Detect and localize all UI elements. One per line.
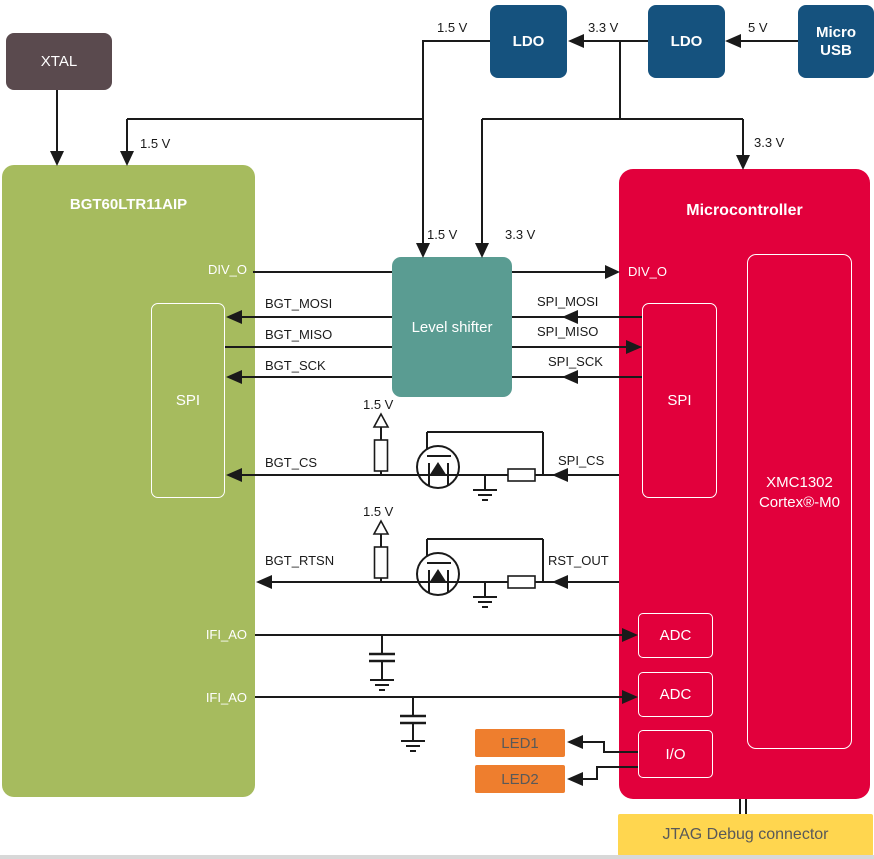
resistor-icon xyxy=(373,439,389,472)
voltage-label-1v5-levelshifter: 1.5 V xyxy=(427,227,458,242)
arrowhead-spi-cs xyxy=(552,468,568,482)
signal-label-bgt-rtsn: BGT_RTSN xyxy=(265,553,335,568)
ifi-wire-2 xyxy=(255,690,638,752)
ground-icon xyxy=(473,475,497,501)
xmc1302-label-line2: Cortex®-M0 xyxy=(758,494,841,511)
voltage-label-5v: 5 V xyxy=(748,20,768,35)
ifi-wire-1 xyxy=(255,628,638,691)
voltage-label-1v5-cs: 1.5 V xyxy=(363,397,394,412)
ldo1-block: LDO xyxy=(490,5,567,78)
capacitor-icon xyxy=(400,697,426,740)
voltage-label-1v5-bgt: 1.5 V xyxy=(140,136,171,151)
arrowhead-led2 xyxy=(567,772,583,786)
micro-usb-block: Micro USB xyxy=(798,5,874,78)
bgt60ltr11aip-block xyxy=(2,165,255,797)
resistor-icon xyxy=(507,468,536,482)
arrowhead-led1 xyxy=(567,735,583,749)
signal-label-div-o-bgt: DIV_O xyxy=(207,262,247,277)
microcontroller-block xyxy=(619,169,870,799)
resistor-icon xyxy=(373,546,389,579)
micro-usb-label-line1: Micro xyxy=(815,23,856,41)
xmc1302-subblock: XMC1302 Cortex®-M0 xyxy=(747,254,852,749)
microcontroller-title: Microcontroller xyxy=(686,202,803,219)
supply-arrow-icon xyxy=(372,519,390,535)
io-subblock: I/O xyxy=(638,730,713,778)
arrowhead-bgt-rtsn xyxy=(256,575,272,589)
xmc1302-label-line1: XMC1302 xyxy=(766,474,833,491)
signal-label-bgt-sck: BGT_SCK xyxy=(265,358,326,373)
xtal-block: XTAL xyxy=(6,33,112,90)
bgt-spi-subblock: SPI xyxy=(151,303,225,498)
mcu-spi-label: SPI xyxy=(667,392,692,409)
voltage-label-1v5-top: 1.5 V xyxy=(437,20,468,35)
signal-label-spi-mosi: SPI_MOSI xyxy=(537,294,599,309)
led1-label: LED1 xyxy=(501,734,539,752)
signal-label-bgt-cs: BGT_CS xyxy=(265,455,318,470)
adc1-subblock: ADC xyxy=(638,613,713,658)
signal-label-div-o-mcu: DIV_O xyxy=(628,264,668,279)
arrowhead-spi-sck xyxy=(562,370,578,384)
arrowhead-1v5-levelshifter xyxy=(416,243,430,258)
arrowhead-div-o xyxy=(605,265,620,279)
ldo2-block: LDO xyxy=(648,5,725,78)
ldo2-label: LDO xyxy=(670,33,703,50)
voltage-label-3v3-mcu: 3.3 V xyxy=(754,135,785,150)
voltage-label-3v3-top: 3.3 V xyxy=(588,20,619,35)
micro-usb-label-line2: USB xyxy=(820,41,852,59)
arrowhead-3v3-ldo1 xyxy=(568,34,584,48)
arrowhead-3v3-mcu xyxy=(736,155,750,170)
led2-block: LED2 xyxy=(475,765,565,793)
signal-label-ifi-ao-2: IFI_AO xyxy=(205,690,247,705)
arrowhead-5v xyxy=(725,34,741,48)
signal-label-bgt-mosi: BGT_MOSI xyxy=(265,296,333,311)
signal-label-bgt-miso: BGT_MISO xyxy=(265,327,333,342)
signal-label-spi-sck: SPI_SCK xyxy=(548,354,603,369)
voltage-label-3v3-levelshifter: 3.3 V xyxy=(505,227,536,242)
adc1-label: ADC xyxy=(659,627,692,644)
ground-icon xyxy=(370,679,394,691)
jtag-connector-pins xyxy=(739,799,747,814)
ground-icon xyxy=(401,740,425,752)
ldo1-label: LDO xyxy=(512,33,545,50)
bgt60ltr11aip-title: BGT60LTR11AIP xyxy=(69,196,188,213)
io-label: I/O xyxy=(665,745,686,763)
signal-label-spi-miso: SPI_MISO xyxy=(537,324,599,339)
supply-arrow-icon xyxy=(372,412,390,428)
mosfet-icon xyxy=(416,552,460,596)
signal-label-spi-cs: SPI_CS xyxy=(558,453,605,468)
arrowhead-spi-mosi xyxy=(562,310,578,324)
xtal-wire xyxy=(50,90,64,166)
jtag-label: JTAG Debug connector xyxy=(662,826,829,843)
level-shifter-block: Level shifter xyxy=(392,257,512,397)
led2-label: LED2 xyxy=(501,770,539,788)
mcu-spi-subblock: SPI xyxy=(642,303,717,498)
xtal-label: XTAL xyxy=(40,53,78,70)
level-shifter-label: Level shifter xyxy=(411,318,493,336)
adc2-subblock: ADC xyxy=(638,672,713,717)
resistor-icon xyxy=(507,575,536,589)
arrowhead-1v5-bgt xyxy=(120,151,134,166)
page-bottom-edge xyxy=(0,855,874,859)
voltage-label-1v5-rtsn: 1.5 V xyxy=(363,504,394,519)
signal-label-ifi-ao-1: IFI_AO xyxy=(205,627,247,642)
led1-block: LED1 xyxy=(475,729,565,757)
arrowhead-xtal xyxy=(50,151,64,166)
capacitor-icon xyxy=(369,635,395,679)
adc2-label: ADC xyxy=(659,686,692,703)
bgt-spi-label: SPI xyxy=(175,392,201,409)
jtag-debug-connector-block: JTAG Debug connector xyxy=(618,814,873,856)
ground-icon xyxy=(473,582,497,608)
arrowhead-rst-out xyxy=(552,575,568,589)
signal-label-rst-out: RST_OUT xyxy=(548,553,609,568)
arrowhead-3v3-levelshifter xyxy=(475,243,489,258)
mosfet-icon xyxy=(416,445,460,489)
